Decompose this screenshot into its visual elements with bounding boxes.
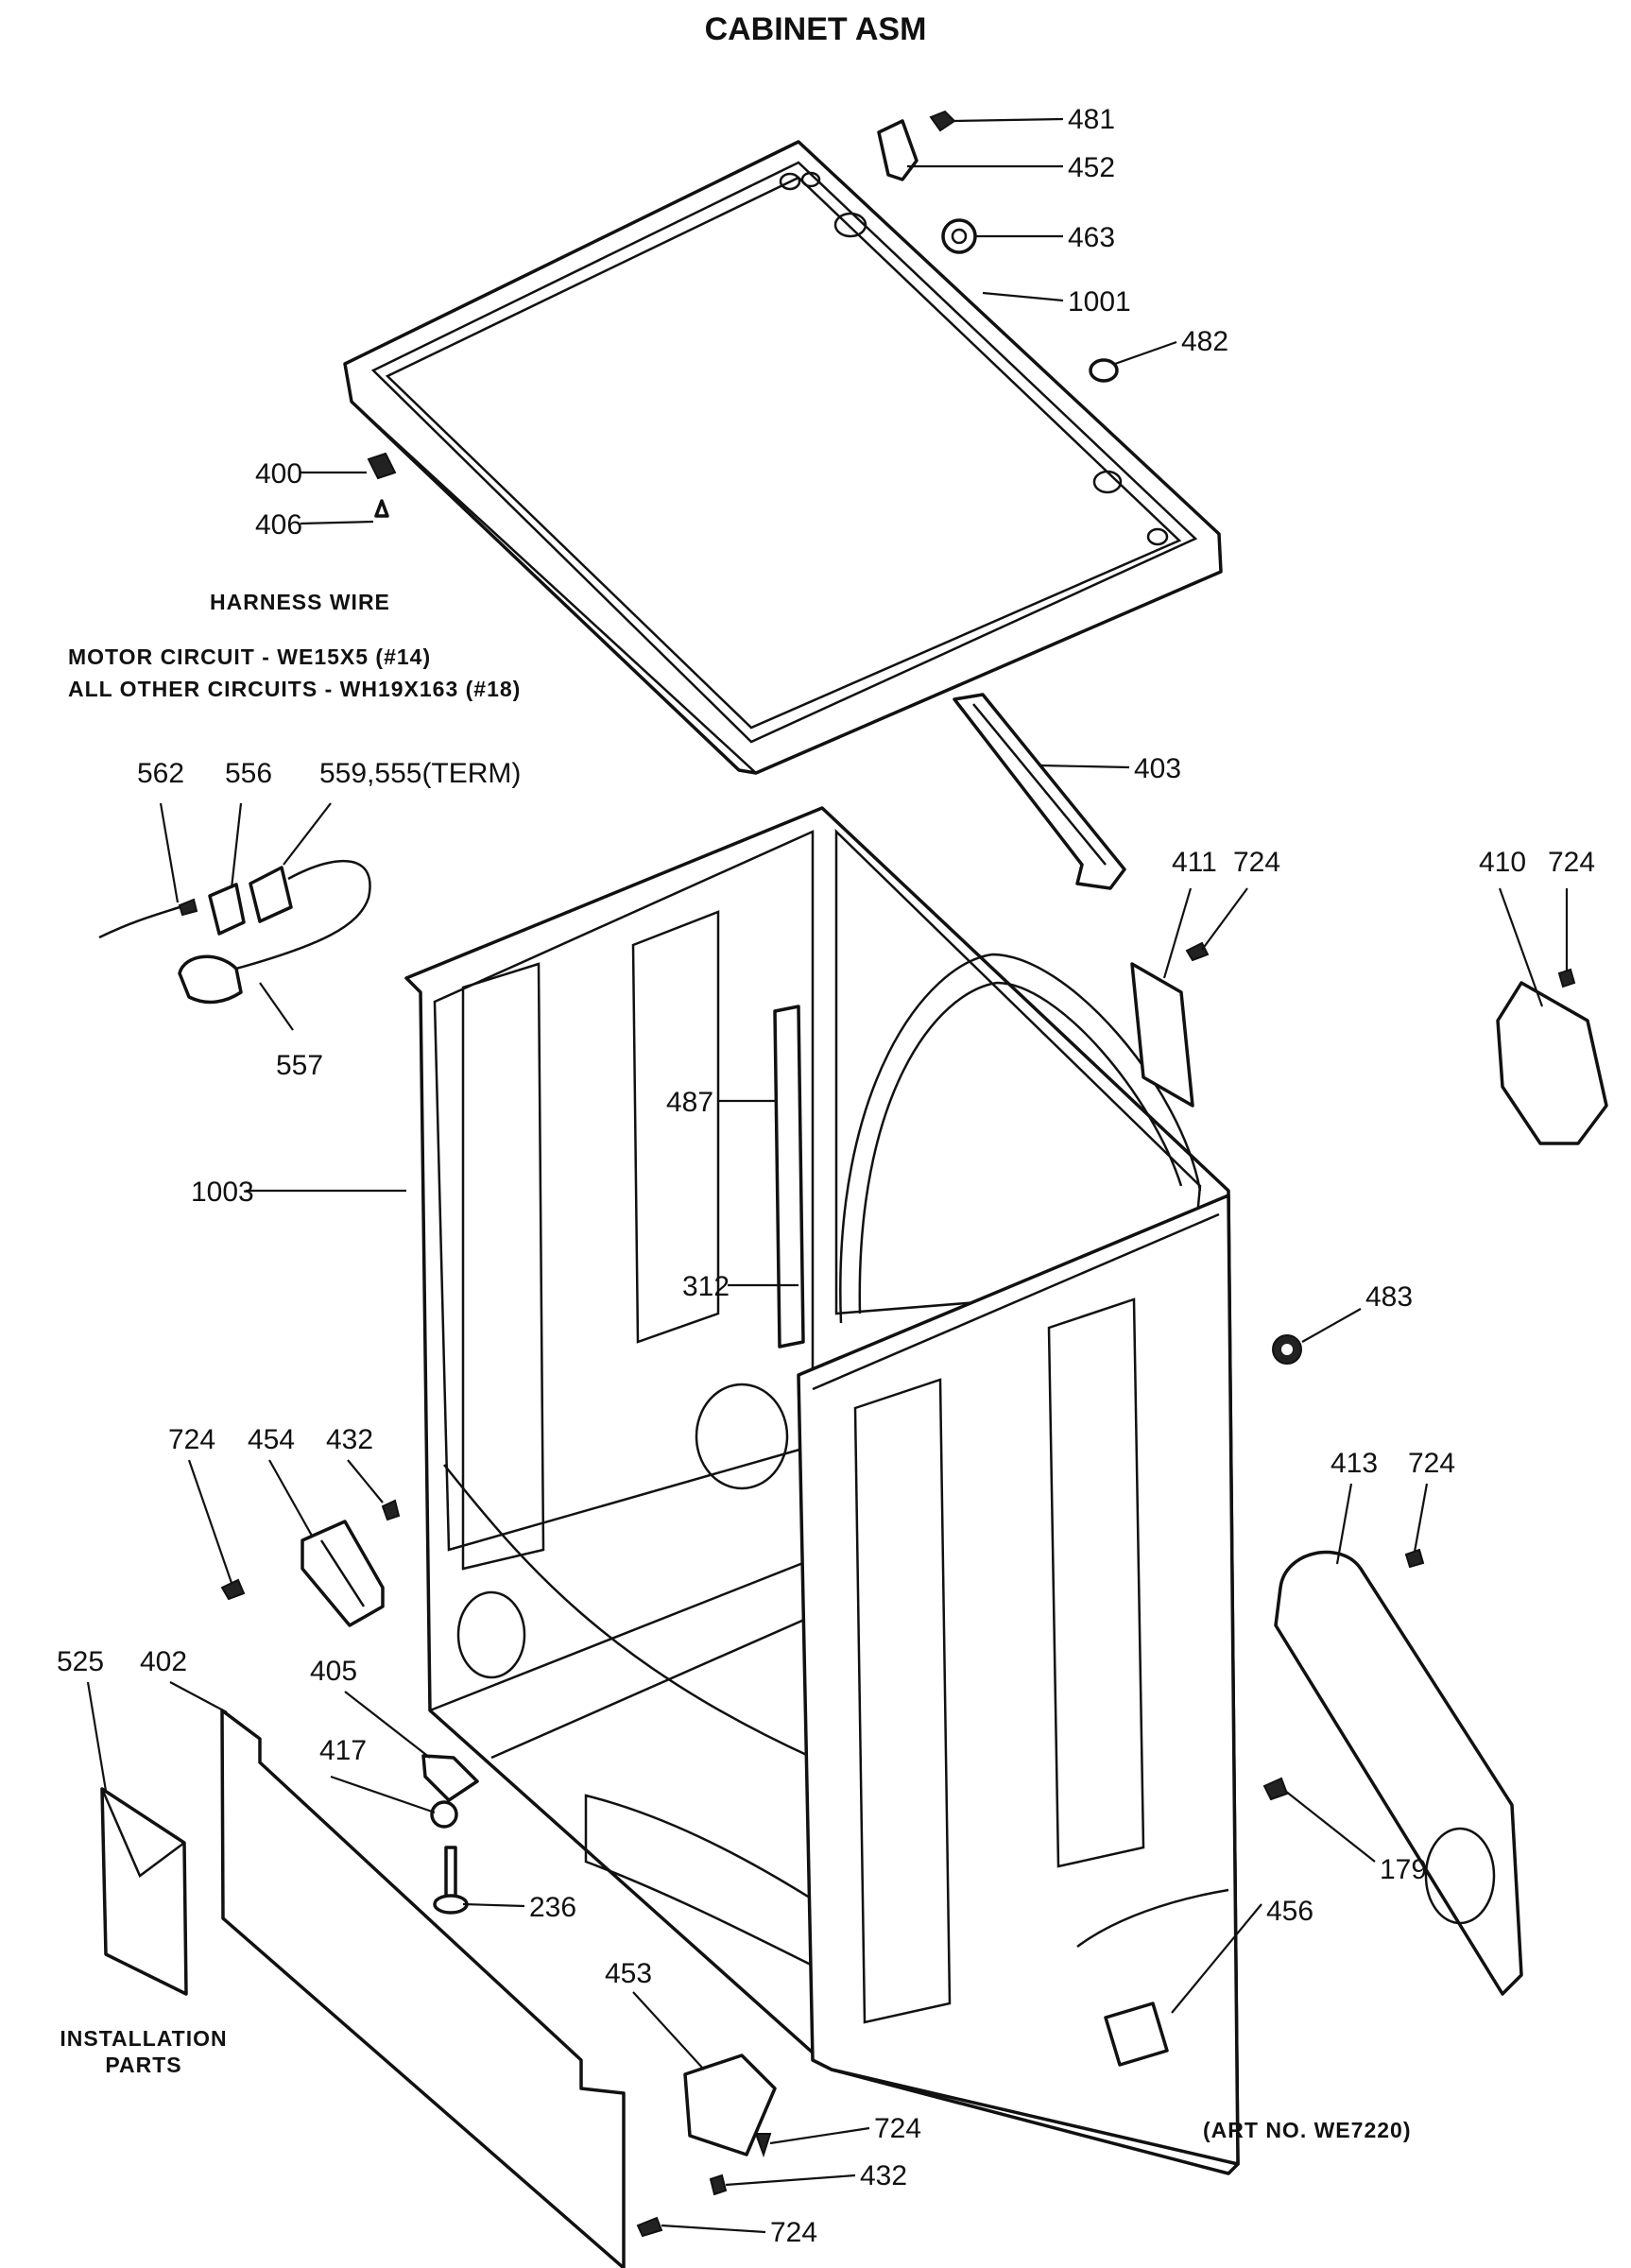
harness-other-circuits: ALL OTHER CIRCUITS - WH19X163 (#18) — [68, 677, 521, 701]
leveling-leg-236-icon — [433, 1846, 469, 1915]
screw-406-icon — [374, 499, 389, 518]
clip-405-icon — [421, 1754, 479, 1802]
screw-724-f-icon — [636, 2216, 663, 2238]
callout-724-b: 724 — [1548, 847, 1595, 878]
clip-453-icon — [683, 2053, 777, 2156]
top-panel — [343, 140, 1223, 775]
callout-417: 417 — [319, 1735, 367, 1766]
installation-parts-envelope-icon — [100, 1787, 188, 1996]
callout-411: 411 — [1172, 847, 1217, 878]
callout-410: 410 — [1479, 847, 1526, 878]
installation-parts-label-2: PARTS — [105, 2053, 181, 2077]
callout-454: 454 — [248, 1424, 295, 1455]
grommet-483-icon — [1272, 1334, 1302, 1365]
plug-482-icon — [1089, 358, 1119, 383]
callout-432-a: 432 — [326, 1424, 373, 1455]
clip-432-b-icon — [709, 2174, 728, 2196]
callout-483: 483 — [1365, 1281, 1413, 1313]
callout-724-d: 724 — [1408, 1448, 1455, 1479]
diagram-title: CABINET ASM — [705, 11, 927, 47]
screw-481-icon — [929, 110, 956, 132]
cabinet-body — [404, 806, 1240, 2175]
callout-402: 402 — [140, 1646, 187, 1677]
callout-724-c: 724 — [168, 1424, 215, 1455]
callout-312: 312 — [682, 1271, 730, 1302]
callout-413: 413 — [1331, 1448, 1378, 1479]
art-number: (ART NO. WE7220) — [1203, 2118, 1411, 2142]
callout-179: 179 — [1380, 1854, 1427, 1885]
callout-487: 487 — [666, 1087, 713, 1118]
screw-724-b-icon — [1557, 968, 1576, 988]
clip-432-a-icon — [381, 1499, 401, 1521]
clip-452-icon — [877, 119, 919, 181]
callout-482: 482 — [1181, 326, 1228, 357]
callout-405: 405 — [310, 1656, 357, 1687]
installation-parts-label-1: INSTALLATION — [60, 2026, 227, 2051]
callout-labels: 481 452 463 1001 482 400 406 403 562 556… — [57, 104, 1595, 2248]
harness-motor-circuit: MOTOR CIRCUIT - WE15X5 (#14) — [68, 644, 431, 669]
callout-456: 456 — [1266, 1896, 1313, 1927]
cover-410-icon — [1496, 981, 1608, 1145]
callout-236: 236 — [529, 1892, 576, 1923]
callout-403: 403 — [1134, 753, 1181, 784]
callout-556: 556 — [225, 758, 272, 789]
nut-417-icon — [430, 1800, 458, 1829]
callout-1003: 1003 — [191, 1177, 254, 1208]
callout-557: 557 — [276, 1050, 323, 1081]
callout-724-e: 724 — [874, 2113, 921, 2144]
screw-724-c-icon — [220, 1578, 246, 1601]
callout-559-555-term: 559,555(TERM) — [319, 758, 521, 789]
callout-481: 481 — [1068, 104, 1115, 135]
callout-724-f: 724 — [770, 2217, 817, 2248]
callout-406: 406 — [255, 509, 302, 541]
callout-463: 463 — [1068, 222, 1115, 253]
harness-wire-heading: HARNESS WIRE — [210, 590, 390, 614]
callout-1001: 1001 — [1068, 286, 1131, 318]
screw-724-e-icon — [754, 2133, 772, 2158]
callout-562: 562 — [137, 758, 184, 789]
callout-432-b: 432 — [860, 2160, 907, 2191]
grommet-463-icon — [941, 218, 977, 254]
power-cord-assembly — [98, 859, 371, 1005]
clip-400-icon — [367, 452, 397, 480]
callout-400: 400 — [255, 458, 302, 490]
callout-724-a: 724 — [1233, 847, 1280, 878]
callout-453: 453 — [605, 1958, 652, 1989]
toe-panel-402 — [220, 1709, 626, 2268]
rear-bracket-403 — [953, 693, 1126, 890]
leader-lines — [86, 117, 1569, 2234]
screw-724-d-icon — [1404, 1548, 1425, 1569]
screw-179-icon — [1262, 1777, 1289, 1801]
callout-452: 452 — [1068, 152, 1115, 183]
bracket-411-icon — [1130, 962, 1194, 1108]
panel-413-icon — [1274, 1550, 1523, 1996]
door-switch-454-icon — [300, 1520, 385, 1627]
callout-525: 525 — [57, 1646, 104, 1677]
